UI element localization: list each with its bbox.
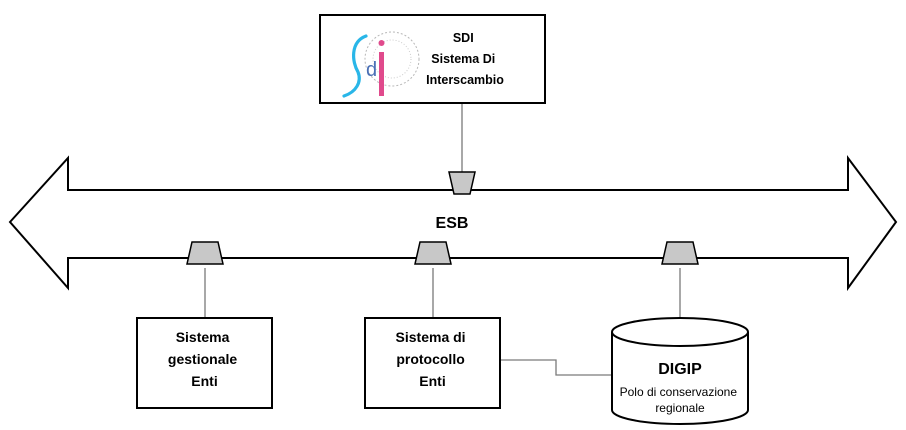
svg-text:SDI Sistema Di Int: SDI Sistema Di Interscambio bbox=[426, 31, 504, 87]
sdi-logo-letter: d bbox=[366, 59, 377, 81]
esb-label: ESB bbox=[436, 215, 469, 232]
protocollo-digip-link bbox=[500, 359, 612, 376]
protocollo-box: Sistema di protocollo Enti bbox=[364, 317, 501, 409]
connector-lines bbox=[204, 103, 681, 376]
bus-adapters bbox=[186, 171, 699, 265]
protocollo-line-1: Sistema di bbox=[396, 329, 466, 345]
digip-title: DIGIP bbox=[658, 361, 702, 378]
sdi-line-3: Interscambio bbox=[426, 73, 504, 87]
sdi-logo-seal-inner bbox=[372, 39, 412, 79]
digip-cylinder-body bbox=[611, 332, 749, 425]
gestionale-box: Sistema gestionale Enti bbox=[136, 317, 273, 409]
svg-text:Sistema gestionale: Sistema gestionale Enti bbox=[168, 329, 241, 389]
protocollo-line-3: Enti bbox=[419, 373, 445, 389]
sdi-logo-dot bbox=[378, 40, 385, 46]
gestionale-adapter-icon bbox=[186, 241, 224, 265]
sdi-logo-curve bbox=[342, 34, 368, 98]
gestionale-box-frame bbox=[136, 317, 273, 409]
digip-subtitle-2: regionale bbox=[655, 401, 705, 415]
sdi-adapter-icon bbox=[448, 171, 476, 195]
digip-adapter-icon bbox=[661, 241, 699, 265]
gestionale-line-3: Enti bbox=[191, 373, 217, 389]
protocollo-box-frame bbox=[364, 317, 501, 409]
gestionale-line-2: gestionale bbox=[168, 351, 237, 367]
svg-text:Sistema di protocollo: Sistema di protocollo Enti bbox=[396, 329, 470, 389]
gestionale-line-1: Sistema bbox=[176, 329, 230, 345]
sdi-logo-bar bbox=[379, 52, 384, 96]
digip-cylinder-top bbox=[611, 317, 749, 347]
sdi-logo-icon: d bbox=[342, 31, 420, 98]
sdi-box: d SDI Sistema Di Interscambio bbox=[319, 14, 546, 104]
digip-subtitle-1: Polo di conservazione bbox=[620, 385, 738, 399]
digip-archive: DIGIP Polo di conservazione regionale bbox=[611, 317, 749, 425]
protocollo-adapter-icon bbox=[414, 241, 452, 265]
svg-text:Polo di conservazione re: Polo di conservazione regionale bbox=[620, 385, 741, 415]
sdi-line-1: SDI bbox=[453, 31, 474, 45]
sdi-line-2: Sistema Di bbox=[431, 52, 495, 66]
protocollo-line-2: protocollo bbox=[396, 351, 464, 367]
sdi-logo-seal bbox=[364, 31, 420, 87]
